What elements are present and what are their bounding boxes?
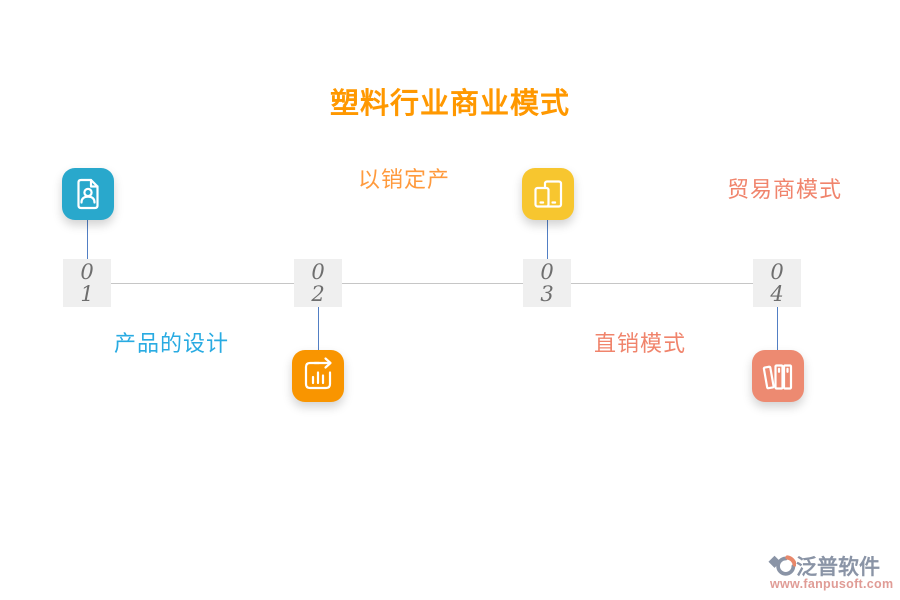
node1-number-badge: 0 1 (63, 259, 111, 307)
footer-brand-name: 泛普软件 (796, 556, 880, 579)
node4-number-bottom: 4 (770, 282, 784, 306)
node2-connector (318, 307, 319, 350)
node1-number-top: 0 (80, 260, 94, 284)
footer-brand-block: 泛普软件 www.fanpusoft.com (768, 550, 894, 594)
node4-connector (777, 307, 778, 350)
devices-icon (534, 180, 563, 208)
document-user-icon (77, 178, 99, 210)
node4-number-badge: 0 4 (753, 259, 801, 307)
bar-chart-arrow-icon (304, 357, 332, 390)
node3-number-bottom: 3 (540, 282, 554, 306)
node3-number-badge: 0 3 (523, 259, 571, 307)
node1-number-bottom: 1 (80, 282, 94, 306)
node2-number-top: 0 (311, 260, 325, 284)
node3-number-top: 0 (540, 260, 554, 284)
node3-label: 直销模式 (594, 331, 687, 356)
node2-label: 以销定产 (358, 167, 451, 192)
node3-icon-tile (522, 168, 574, 220)
footer-url[interactable]: www.fanpusoft.com (770, 577, 894, 591)
timeline-line (87, 283, 777, 284)
node1-icon-tile (62, 168, 114, 220)
node3-connector (547, 220, 548, 259)
node4-label: 贸易商模式 (727, 177, 843, 202)
node2-number-bottom: 2 (311, 282, 325, 306)
node1-connector (87, 220, 88, 259)
node2-number-badge: 0 2 (294, 259, 342, 307)
page-title: 塑料行业商业模式 (329, 88, 570, 120)
node1-label: 产品的设计 (114, 331, 230, 356)
books-icon (762, 364, 793, 390)
fanpu-logo-icon (768, 555, 796, 576)
node4-icon-tile (752, 350, 804, 402)
node2-icon-tile (292, 350, 344, 402)
node4-number-top: 0 (770, 260, 784, 284)
